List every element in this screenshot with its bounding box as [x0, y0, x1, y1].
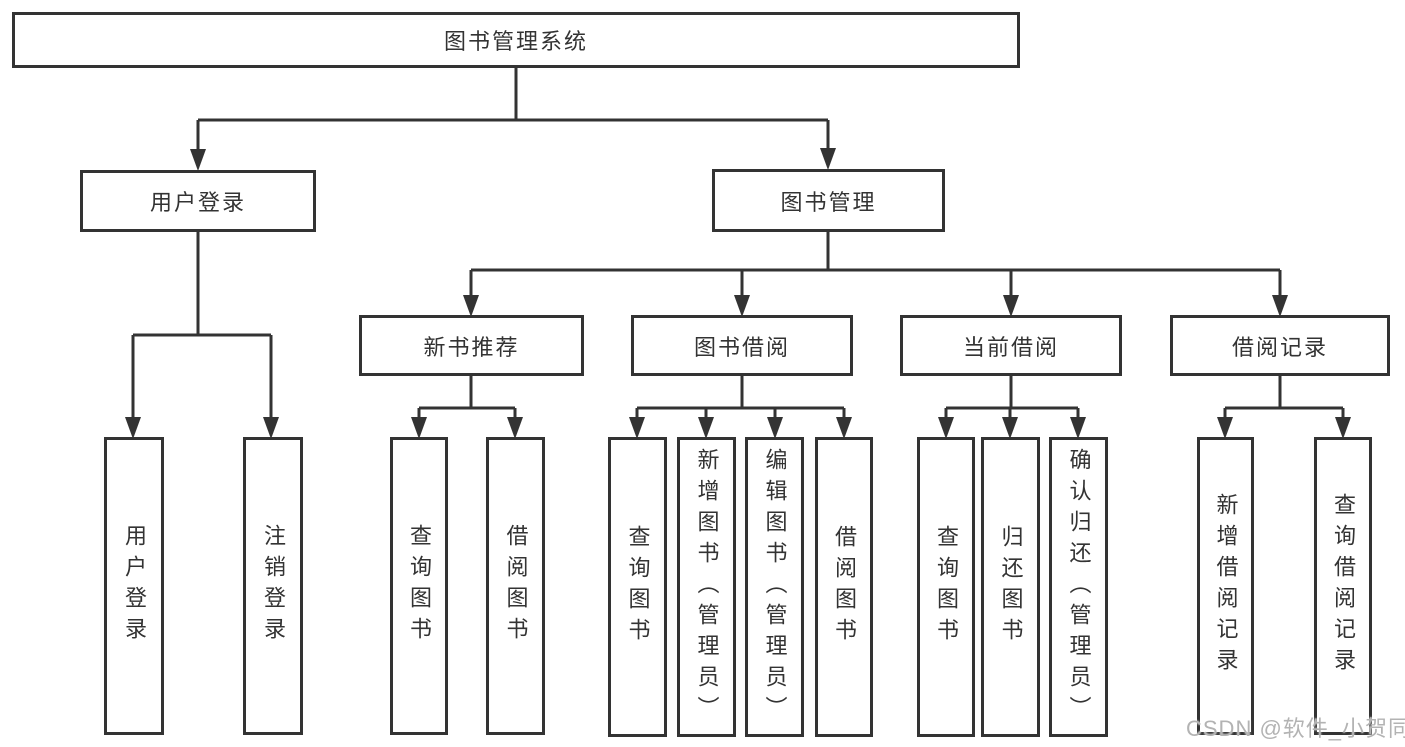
csdn-watermark: CSDN @软件_小贺同学	[1186, 716, 1405, 741]
leaf-query-books-recommend: 查询图书	[390, 437, 448, 735]
node-new-book-recommend: 新书推荐	[359, 315, 584, 376]
node-book-borrowing: 图书借阅	[631, 315, 853, 376]
leaf-borrow-books-recommend: 借阅图书	[486, 437, 545, 735]
leaf-edit-book-admin: 编辑图书（管理员）	[745, 437, 804, 737]
leaf-user-login: 用户登录	[104, 437, 164, 735]
leaf-return-books: 归还图书	[981, 437, 1040, 737]
leaf-query-books-borrowing: 查询图书	[608, 437, 667, 737]
node-borrow-records: 借阅记录	[1170, 315, 1390, 376]
node-current-borrowing: 当前借阅	[900, 315, 1122, 376]
leaf-query-books-current: 查询图书	[917, 437, 975, 737]
leaf-logout: 注销登录	[243, 437, 303, 735]
node-library-system: 图书管理系统	[12, 12, 1020, 68]
leaf-confirm-return-admin: 确认归还（管理员）	[1049, 437, 1108, 737]
node-book-management: 图书管理	[712, 169, 945, 232]
leaf-add-book-admin: 新增图书（管理员）	[677, 437, 736, 737]
leaf-borrow-books: 借阅图书	[815, 437, 873, 737]
node-user-login: 用户登录	[80, 170, 316, 232]
leaf-add-borrow-record: 新增借阅记录	[1197, 437, 1254, 735]
leaf-query-borrow-record: 查询借阅记录	[1314, 437, 1372, 735]
